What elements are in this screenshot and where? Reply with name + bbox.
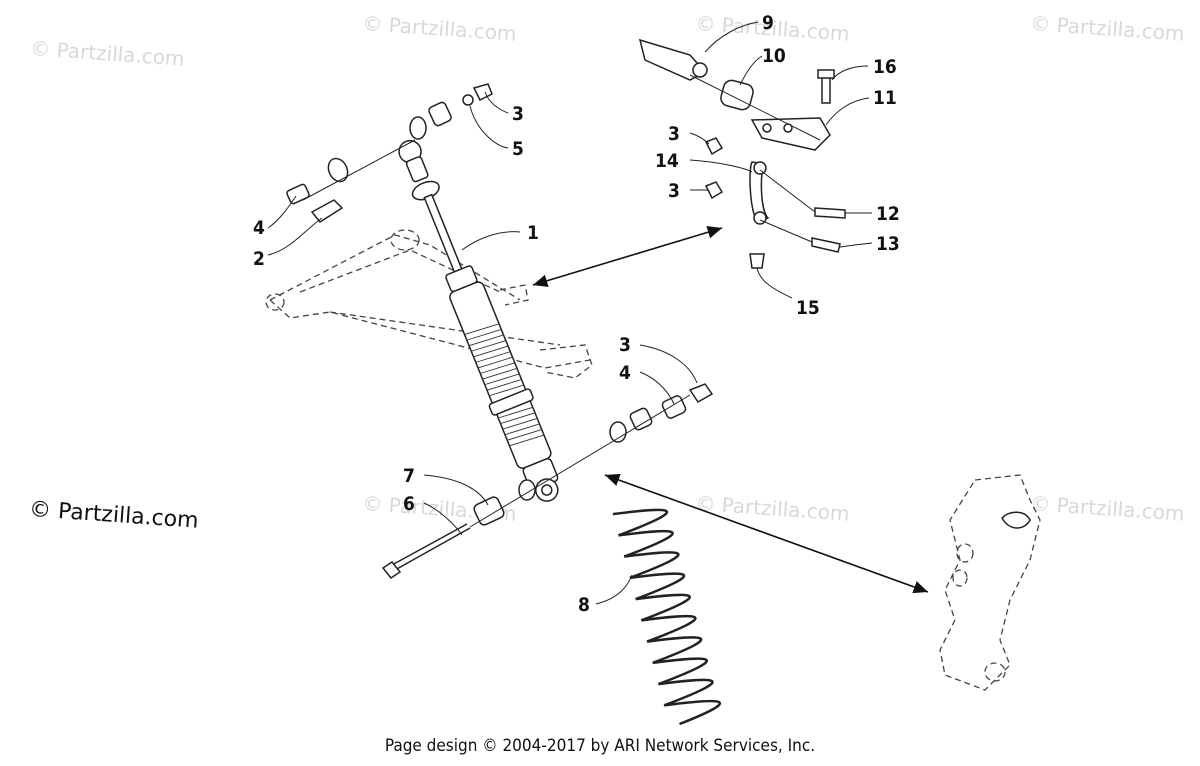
callout-3: 3 xyxy=(668,123,680,145)
callout-13: 13 xyxy=(876,233,900,255)
callout-1: 1 xyxy=(527,222,539,244)
callout-15: 15 xyxy=(796,297,820,319)
callouts: 1 2 3 3 3 3 4 4 5 6 7 8 9 10 11 12 13 14… xyxy=(253,12,900,616)
callout-5: 5 xyxy=(512,138,524,160)
callout-16: 16 xyxy=(873,56,897,78)
a-arm-phantom xyxy=(265,229,593,379)
callout-9: 9 xyxy=(762,12,774,34)
callout-11: 11 xyxy=(873,87,897,109)
footer-copyright: Page design © 2004-2017 by ARI Network S… xyxy=(384,736,816,756)
lower-hardware xyxy=(381,383,714,580)
watermark: © Partzilla.com xyxy=(695,491,851,526)
spindle-phantom xyxy=(939,474,1041,691)
upper-hardware xyxy=(286,83,493,223)
callout-8: 8 xyxy=(578,594,590,616)
callout-10: 10 xyxy=(762,45,786,67)
watermark: © Partzilla.com xyxy=(30,36,186,71)
watermark-layer: © Partzilla.com © Partzilla.com © Partzi… xyxy=(30,11,1186,526)
callout-3: 3 xyxy=(668,180,680,202)
watermark: © Partzilla.com xyxy=(362,11,518,46)
callout-14: 14 xyxy=(655,150,679,172)
leader-lines xyxy=(267,21,873,605)
callout-3: 3 xyxy=(619,334,631,356)
callout-7: 7 xyxy=(403,465,415,487)
watermark: © Partzilla.com xyxy=(1030,491,1186,526)
callout-6: 6 xyxy=(403,493,415,515)
coil-spring xyxy=(612,508,721,726)
callout-4: 4 xyxy=(619,362,631,384)
watermark: © Partzilla.com xyxy=(1030,11,1186,46)
linkage-assembly xyxy=(638,38,846,269)
callout-3: 3 xyxy=(512,103,524,125)
callout-2: 2 xyxy=(253,248,265,270)
shock-absorber xyxy=(398,139,559,502)
attach-arrow-upper xyxy=(532,226,723,287)
attach-arrow-lower xyxy=(604,473,929,594)
callout-4: 4 xyxy=(253,217,265,239)
callout-12: 12 xyxy=(876,203,900,225)
